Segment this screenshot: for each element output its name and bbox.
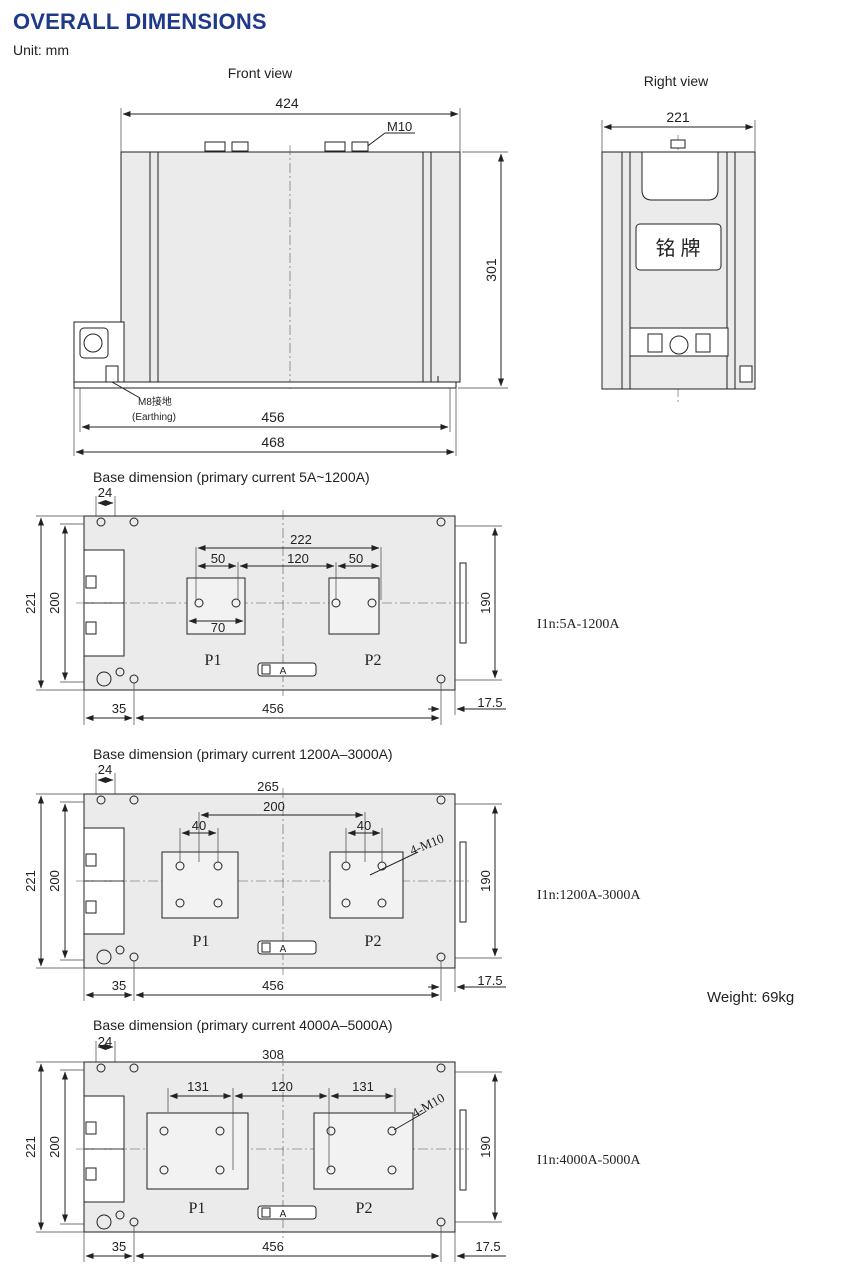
base2-dim-24: 24 [98,762,112,777]
base2-dim-35: 35 [112,978,126,993]
base1-marker: A [280,666,287,677]
base3-dim-24: 24 [98,1034,112,1049]
base3-dim-221: 221 [23,1136,38,1158]
base1-dim-50-right: 50 [349,551,363,566]
base1-dim-24: 24 [98,485,112,500]
base3-dim-200: 200 [47,1136,62,1158]
nameplate-label: 铭 牌 [656,237,701,260]
base3-dim-17-5: 17.5 [475,1239,500,1254]
base2-dim-200-top: 200 [263,799,285,814]
right-view: Right view 221 铭 牌 [601,73,756,405]
front-bolt-label: M10 [387,119,412,134]
base2-p2: P2 [365,933,382,950]
base1-p1: P1 [205,652,222,669]
base1-title: Base dimension (primary current 5A~1200A… [93,469,370,485]
base2-p1: P1 [193,933,210,950]
base1-range-label: I1n:5A-1200A [537,617,620,632]
base3-dim-456: 456 [262,1239,284,1254]
base2-title: Base dimension (primary current 1200A–30… [93,746,393,762]
base2-dim-200: 200 [47,870,62,892]
base2-dim-265: 265 [257,779,279,794]
base2-marker: A [280,944,287,955]
base2-range-label: I1n:1200A-3000A [537,888,641,903]
base1-dim-221: 221 [23,592,38,614]
base1-dim-35: 35 [112,701,126,716]
base1-p2: P2 [365,652,382,669]
base3-dim-131-left: 131 [187,1079,209,1094]
base2-dim-17-5: 17.5 [477,973,502,988]
page-title: OVERALL DIMENSIONS [13,9,267,34]
base1-dim-120: 120 [287,551,309,566]
base3-marker: A [280,1209,287,1220]
unit-label: Unit: mm [13,42,69,58]
front-dim-424: 424 [275,95,299,111]
base3-title: Base dimension (primary current 4000A–50… [93,1017,393,1033]
base1-dim-17-5: 17.5 [477,695,502,710]
base1-dim-70: 70 [211,620,225,635]
front-dim-468: 468 [261,434,285,450]
base1-dim-50-left: 50 [211,551,225,566]
front-earthing-label: M8接地 [138,395,172,408]
base1-dim-222: 222 [290,532,312,547]
front-earthing-sub: (Earthing) [132,412,176,423]
front-dim-456: 456 [261,409,285,425]
base3-dim-308: 308 [262,1047,284,1062]
base3-dim-35: 35 [112,1239,126,1254]
base3-p2: P2 [356,1200,373,1217]
base-view-2: Base dimension (primary current 1200A–30… [23,746,641,1001]
front-view-label: Front view [228,65,293,81]
base1-dim-190: 190 [478,592,493,614]
base-view-3: Base dimension (primary current 4000A–50… [23,1017,641,1262]
base3-range-label: I1n:4000A-5000A [537,1153,641,1168]
base3-dim-120: 120 [271,1079,293,1094]
front-view: Front view 424 M10 [73,65,508,456]
base2-dim-190: 190 [478,870,493,892]
weight-label: Weight: 69kg [707,989,795,1006]
right-dim-221: 221 [666,109,690,125]
base3-p1: P1 [189,1200,206,1217]
base1-dim-200: 200 [47,592,62,614]
base3-dim-190: 190 [478,1136,493,1158]
base1-dim-456: 456 [262,701,284,716]
base2-dim-40-left: 40 [192,818,206,833]
front-dim-301: 301 [483,258,499,282]
base2-dim-221: 221 [23,870,38,892]
right-view-label: Right view [644,73,709,89]
base2-dim-456: 456 [262,978,284,993]
base3-dim-131-right: 131 [352,1079,374,1094]
base2-dim-40-right: 40 [357,818,371,833]
base-view-1: Base dimension (primary current 5A~1200A… [23,469,620,725]
